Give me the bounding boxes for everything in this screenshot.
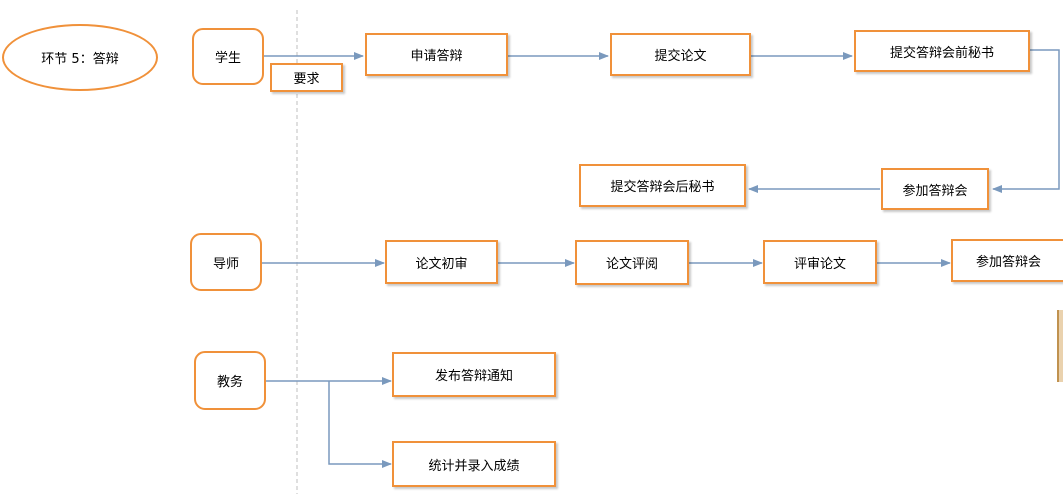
- step-attend-defense-student: 参加答辩会: [881, 168, 989, 210]
- step-record-grades: 统计并录入成绩: [392, 441, 556, 487]
- step-apply-defense: 申请答辩: [365, 33, 508, 76]
- step-attend-defense-advisor: 参加答辩会: [951, 239, 1063, 282]
- arrow-affairs-to-grades: [328, 381, 392, 468]
- phase-label: 环节 5：答辩: [2, 24, 158, 91]
- actor-academic-affairs: 教务: [194, 351, 266, 410]
- step-submit-to-secretary-after: 提交答辩会后秘书: [579, 164, 746, 207]
- step-publish-defense-notice: 发布答辩通知: [392, 352, 556, 397]
- step-evaluate-thesis: 评审论文: [763, 240, 877, 284]
- step-initial-review: 论文初审: [385, 240, 498, 284]
- step-submit-thesis: 提交论文: [610, 33, 751, 76]
- arrow-submit-before-to-attend: [992, 49, 1060, 193]
- step-thesis-review: 论文评阅: [575, 240, 689, 285]
- edge-image-fragment: [1057, 310, 1063, 382]
- step-submit-to-secretary-before: 提交答辩会前秘书: [854, 30, 1030, 72]
- actor-advisor: 导师: [190, 233, 262, 291]
- requirement-note: 要求: [270, 63, 343, 92]
- actor-student: 学生: [192, 28, 264, 85]
